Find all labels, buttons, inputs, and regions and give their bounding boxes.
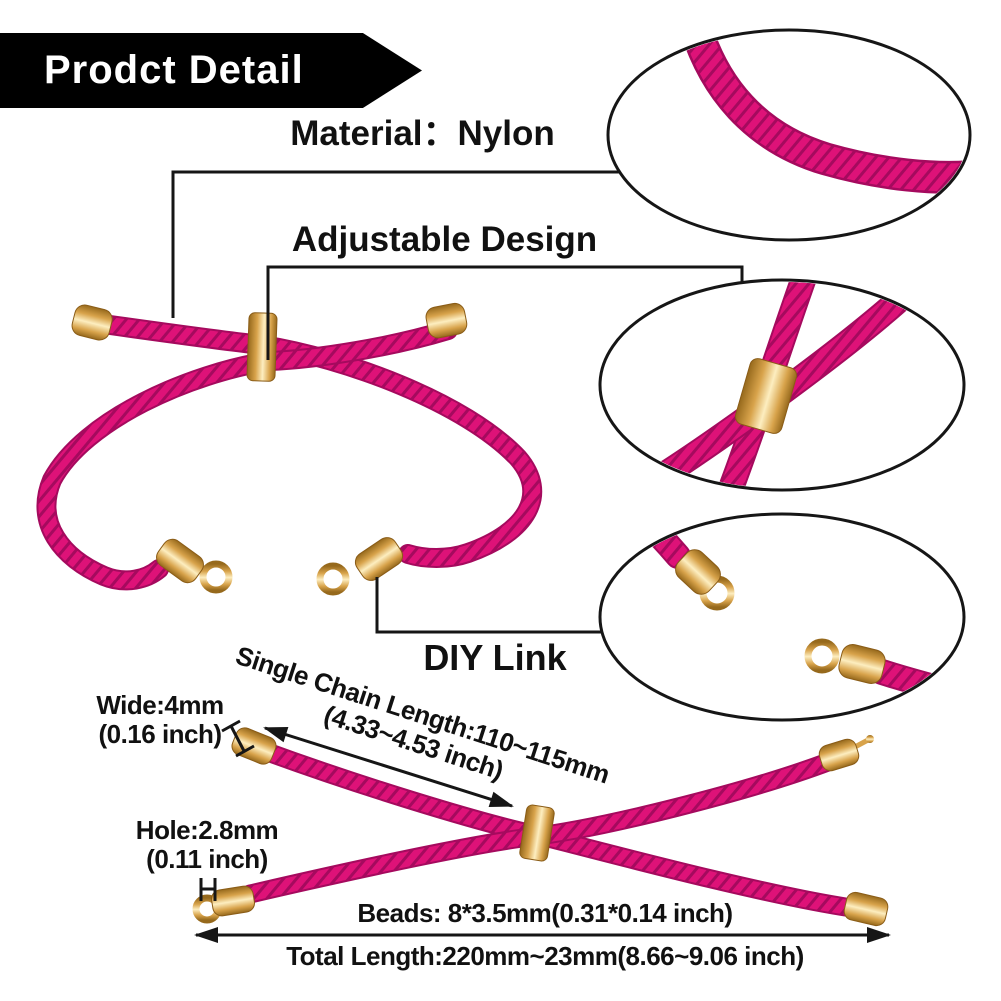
bracelet-cord-right-loop-texture <box>95 316 541 566</box>
stretched-cap-top-right <box>818 738 860 772</box>
width-label: Wide:4mm (0.16 inch) <box>85 690 235 750</box>
total-length-label: Total Length:220mm~23mm(8.66~9.06 inch) <box>286 941 804 971</box>
slider-bead-closeup <box>734 358 798 434</box>
hole-label: Hole:2.8mm (0.11 inch) <box>128 815 286 875</box>
banner-title: Prodct Detail <box>44 48 304 92</box>
right-end-cap <box>425 302 468 339</box>
end-ring-lower <box>804 638 840 674</box>
diy-connector-line <box>375 577 601 634</box>
bottom-left-ring <box>199 560 233 594</box>
bottom-right-cap <box>354 537 404 581</box>
stretched-cap-bottom-right <box>843 891 889 927</box>
bottom-left-cap <box>156 538 204 584</box>
product-detail-banner: Prodct Detail <box>0 33 422 108</box>
bracelet-cord-left-loop-texture <box>38 322 456 589</box>
zoom-ellipse-cord-detail <box>606 28 972 242</box>
chain-length-arrow <box>263 726 514 808</box>
end-cap-upper <box>675 549 721 595</box>
width-inch: (0.16 inch) <box>98 719 222 750</box>
cord-closeup-texture <box>679 32 968 192</box>
slider-bead <box>246 312 278 382</box>
measurement-marks <box>194 719 891 943</box>
stretched-slider-bead <box>519 804 555 862</box>
hole-mm: Hole:2.8mm <box>135 815 279 845</box>
width-bracket <box>221 719 255 758</box>
beads-label: Beads: 8*3.5mm(0.31*0.14 inch) <box>357 898 733 928</box>
material-label: Material：Nylon <box>290 114 555 153</box>
zoom-ellipse-slider-detail <box>598 278 966 492</box>
stretched-cap-bottom-left <box>211 885 255 917</box>
hole-inch: (0.11 inch) <box>146 844 268 875</box>
main-bracelet-photo <box>36 302 543 596</box>
hole-mark <box>199 878 217 901</box>
stretched-pin-tip <box>866 735 874 743</box>
adjustable-connector-line <box>266 265 744 360</box>
width-mm: Wide:4mm <box>96 690 224 720</box>
material-connector-line <box>171 170 620 318</box>
end-cap-lower <box>838 644 886 684</box>
diy-link-label: DIY Link <box>423 637 567 678</box>
left-end-cap <box>71 304 113 341</box>
adjustable-design-label: Adjustable Design <box>291 220 598 259</box>
zoom-ellipse-ends-detail <box>598 512 966 722</box>
bottom-right-ring <box>316 562 350 596</box>
zoom-circle-diy <box>598 512 966 722</box>
annotation-lines <box>171 170 744 634</box>
